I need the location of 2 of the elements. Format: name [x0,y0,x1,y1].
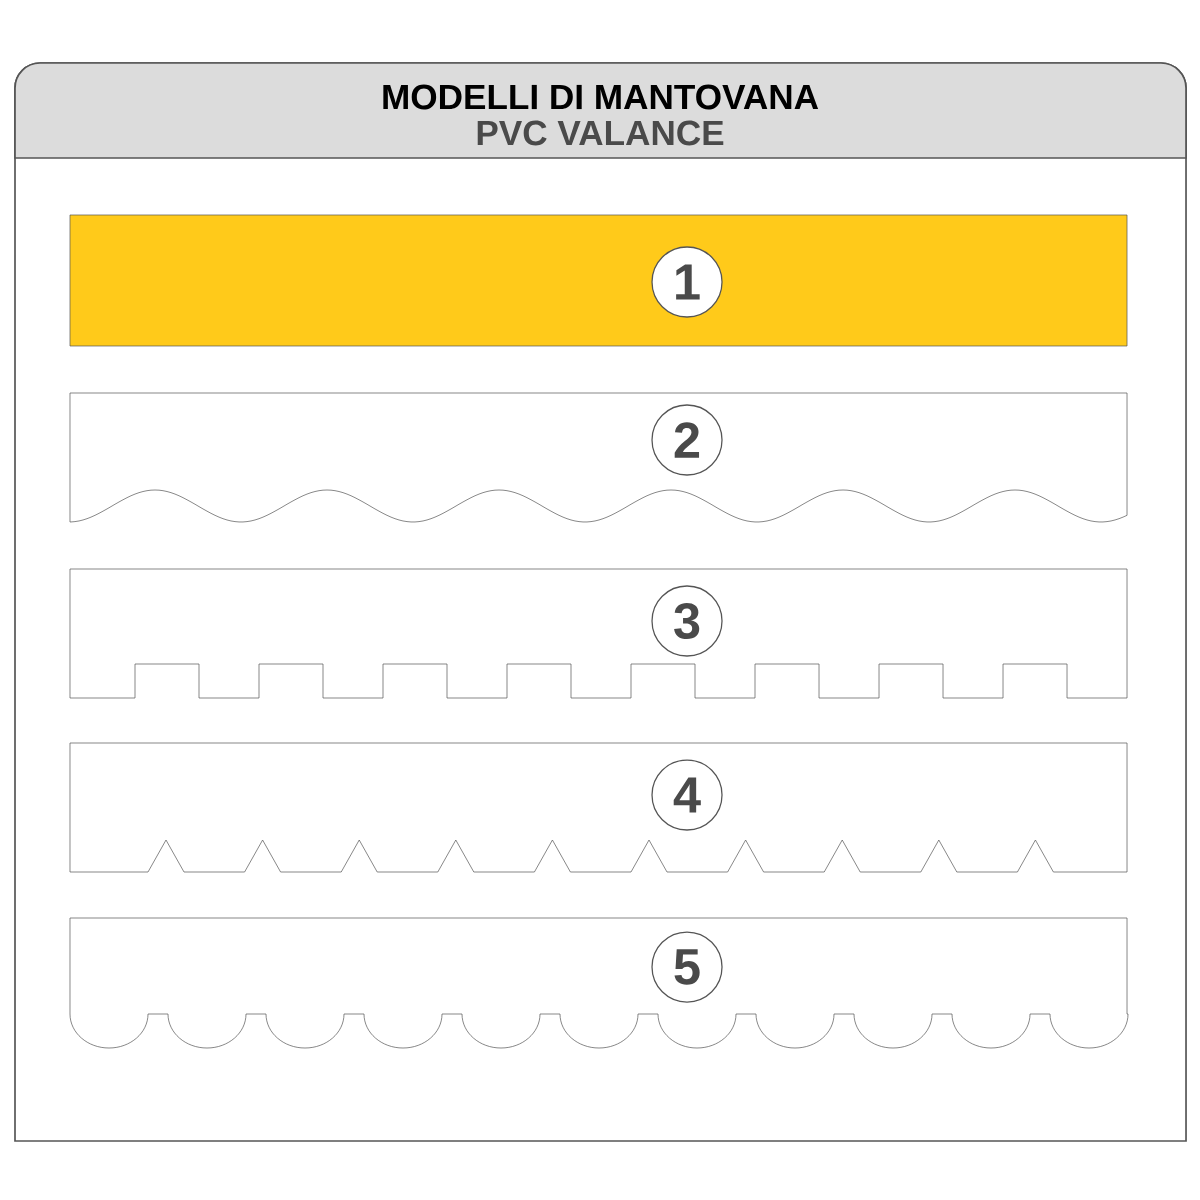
title: MODELLI DI MANTOVANA [383,84,819,110]
subtitle: PVC VALANCE [477,120,724,146]
